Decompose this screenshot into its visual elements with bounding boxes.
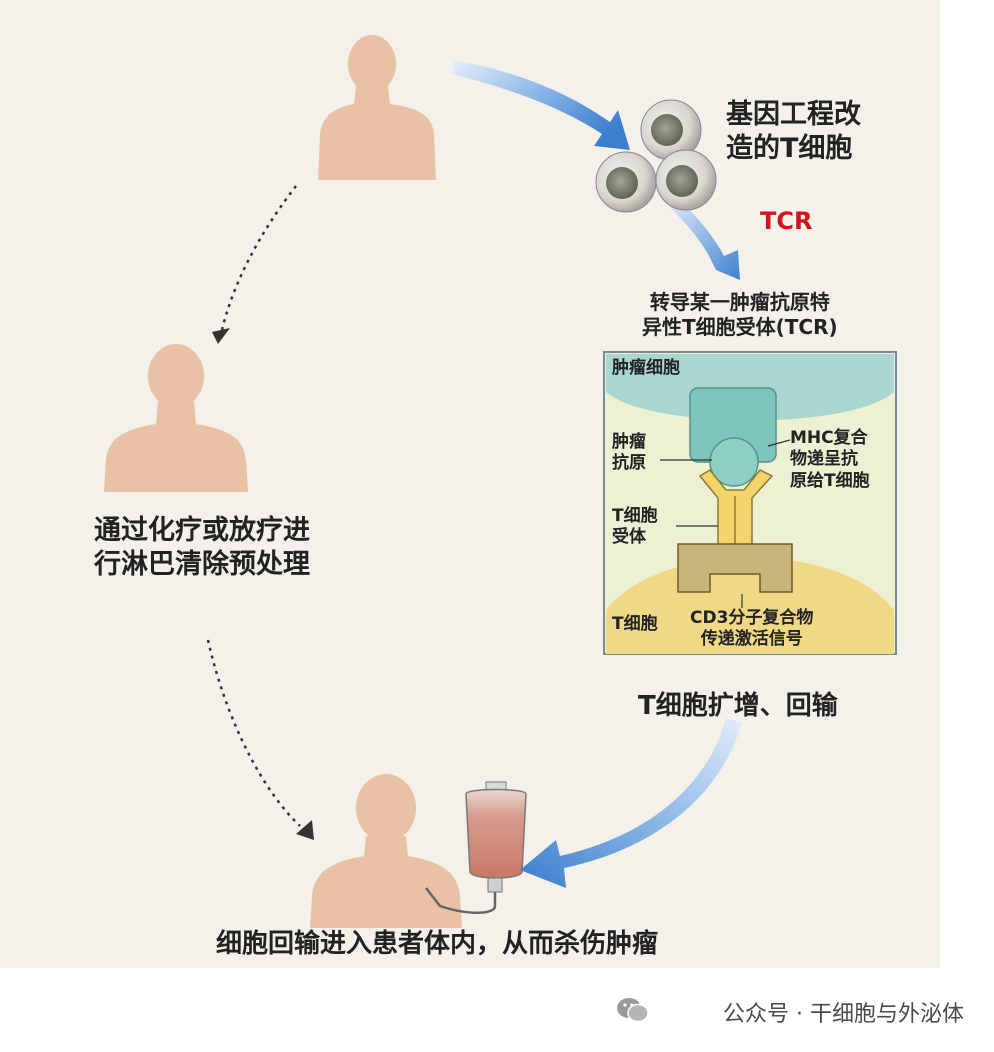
lymphodepletion-label: 通过化疗或放疗进 行淋巴清除预处理	[94, 515, 310, 580]
expansion-label: T细胞扩增、回输	[638, 691, 838, 721]
figure: 基因工程改 造的T细胞 TCR 转导某一肿瘤抗原特 异性T细胞受体(TCR) 通…	[0, 0, 940, 968]
dotted-arrow-left-lower	[206, 639, 301, 827]
engineered-t-cell-label: 基因工程改 造的T细胞	[726, 99, 861, 164]
cd3-label: CD3分子复合物 传递激活信号	[690, 608, 814, 650]
blue-arrow-top	[452, 60, 630, 150]
engineered-t-cells	[595, 99, 717, 213]
dotted-arrow-left-upper	[220, 185, 297, 331]
dotted-arrowhead-upper	[212, 328, 230, 344]
blue-arrow-bottom	[520, 718, 742, 888]
tcr-inset-panel	[603, 351, 897, 655]
dotted-arrowhead-lower	[296, 820, 314, 840]
tumor-cell-label: 肿瘤细胞	[612, 358, 680, 378]
infusion-bag	[425, 781, 527, 914]
watermark-text: 公众号 · 干细胞与外泌体	[723, 1002, 964, 1027]
patient-figure-bottom	[310, 774, 462, 928]
tumor-antigen-label: 肿瘤 抗原	[612, 432, 646, 474]
blue-arrow-middle	[670, 200, 740, 280]
diagram-art	[104, 35, 897, 928]
wechat-icon	[617, 998, 649, 1023]
patient-figure-top	[318, 35, 436, 180]
t-cell-label: T细胞	[612, 614, 658, 634]
patient-figure-middle	[104, 344, 248, 492]
footer: 公众号 · 干细胞与外泌体	[0, 968, 994, 1052]
mhc-label: MHC复合 物递呈抗 原给T细胞	[790, 428, 870, 491]
t-cell-receptor-label: T细胞 受体	[612, 506, 658, 548]
infusion-label: 细胞回输进入患者体内，从而杀伤肿瘤	[216, 929, 659, 959]
tcr-label: TCR	[760, 207, 813, 235]
transduce-label: 转导某一肿瘤抗原特 异性T细胞受体(TCR)	[642, 290, 838, 339]
